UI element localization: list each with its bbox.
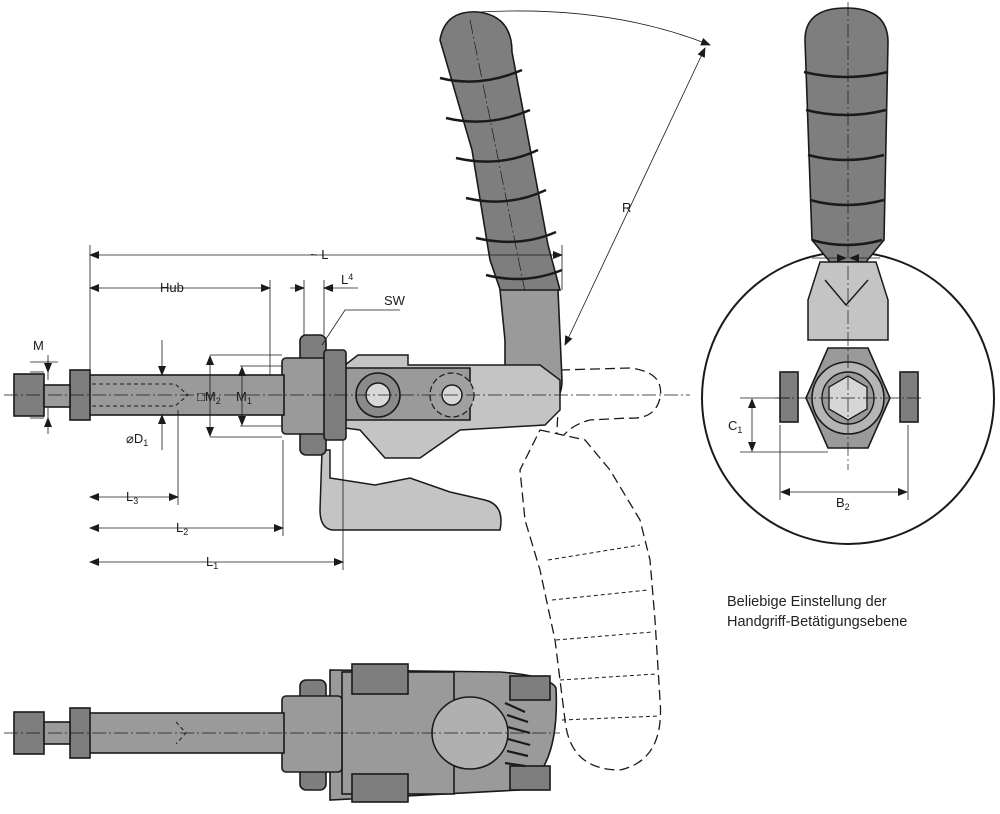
label-SW: SW: [384, 293, 406, 308]
label-B2: B2: [836, 495, 850, 512]
note-line-2: Handgriff-Betätigungsebene: [727, 614, 908, 630]
note-line-1: Beliebige Einstellung der: [727, 594, 887, 610]
label-D1: ⌀D1: [126, 431, 148, 448]
label-L2: L2: [176, 520, 188, 537]
label-C1: C1: [728, 418, 742, 435]
label-M1: M1: [236, 389, 252, 406]
label-hub: Hub: [160, 280, 184, 295]
side-view: [4, 663, 560, 803]
dimension-lines: [30, 10, 909, 570]
detail-view: [701, 2, 995, 545]
label-L3: L3: [126, 489, 138, 506]
mounting-base: [319, 449, 502, 531]
clamp-body: [344, 354, 561, 459]
alternate-handle-position: [519, 367, 662, 771]
label-L: ~ L: [310, 247, 328, 262]
label-M: M: [33, 338, 44, 353]
label-L1: L1: [206, 554, 218, 571]
label-R: R: [622, 200, 631, 215]
label-M2: □M2: [197, 389, 221, 406]
handle-grip: [439, 11, 563, 396]
label-L4: L4: [341, 272, 353, 287]
adjustment-note: Beliebige Einstellung der Handgriff-Betä…: [727, 592, 907, 632]
